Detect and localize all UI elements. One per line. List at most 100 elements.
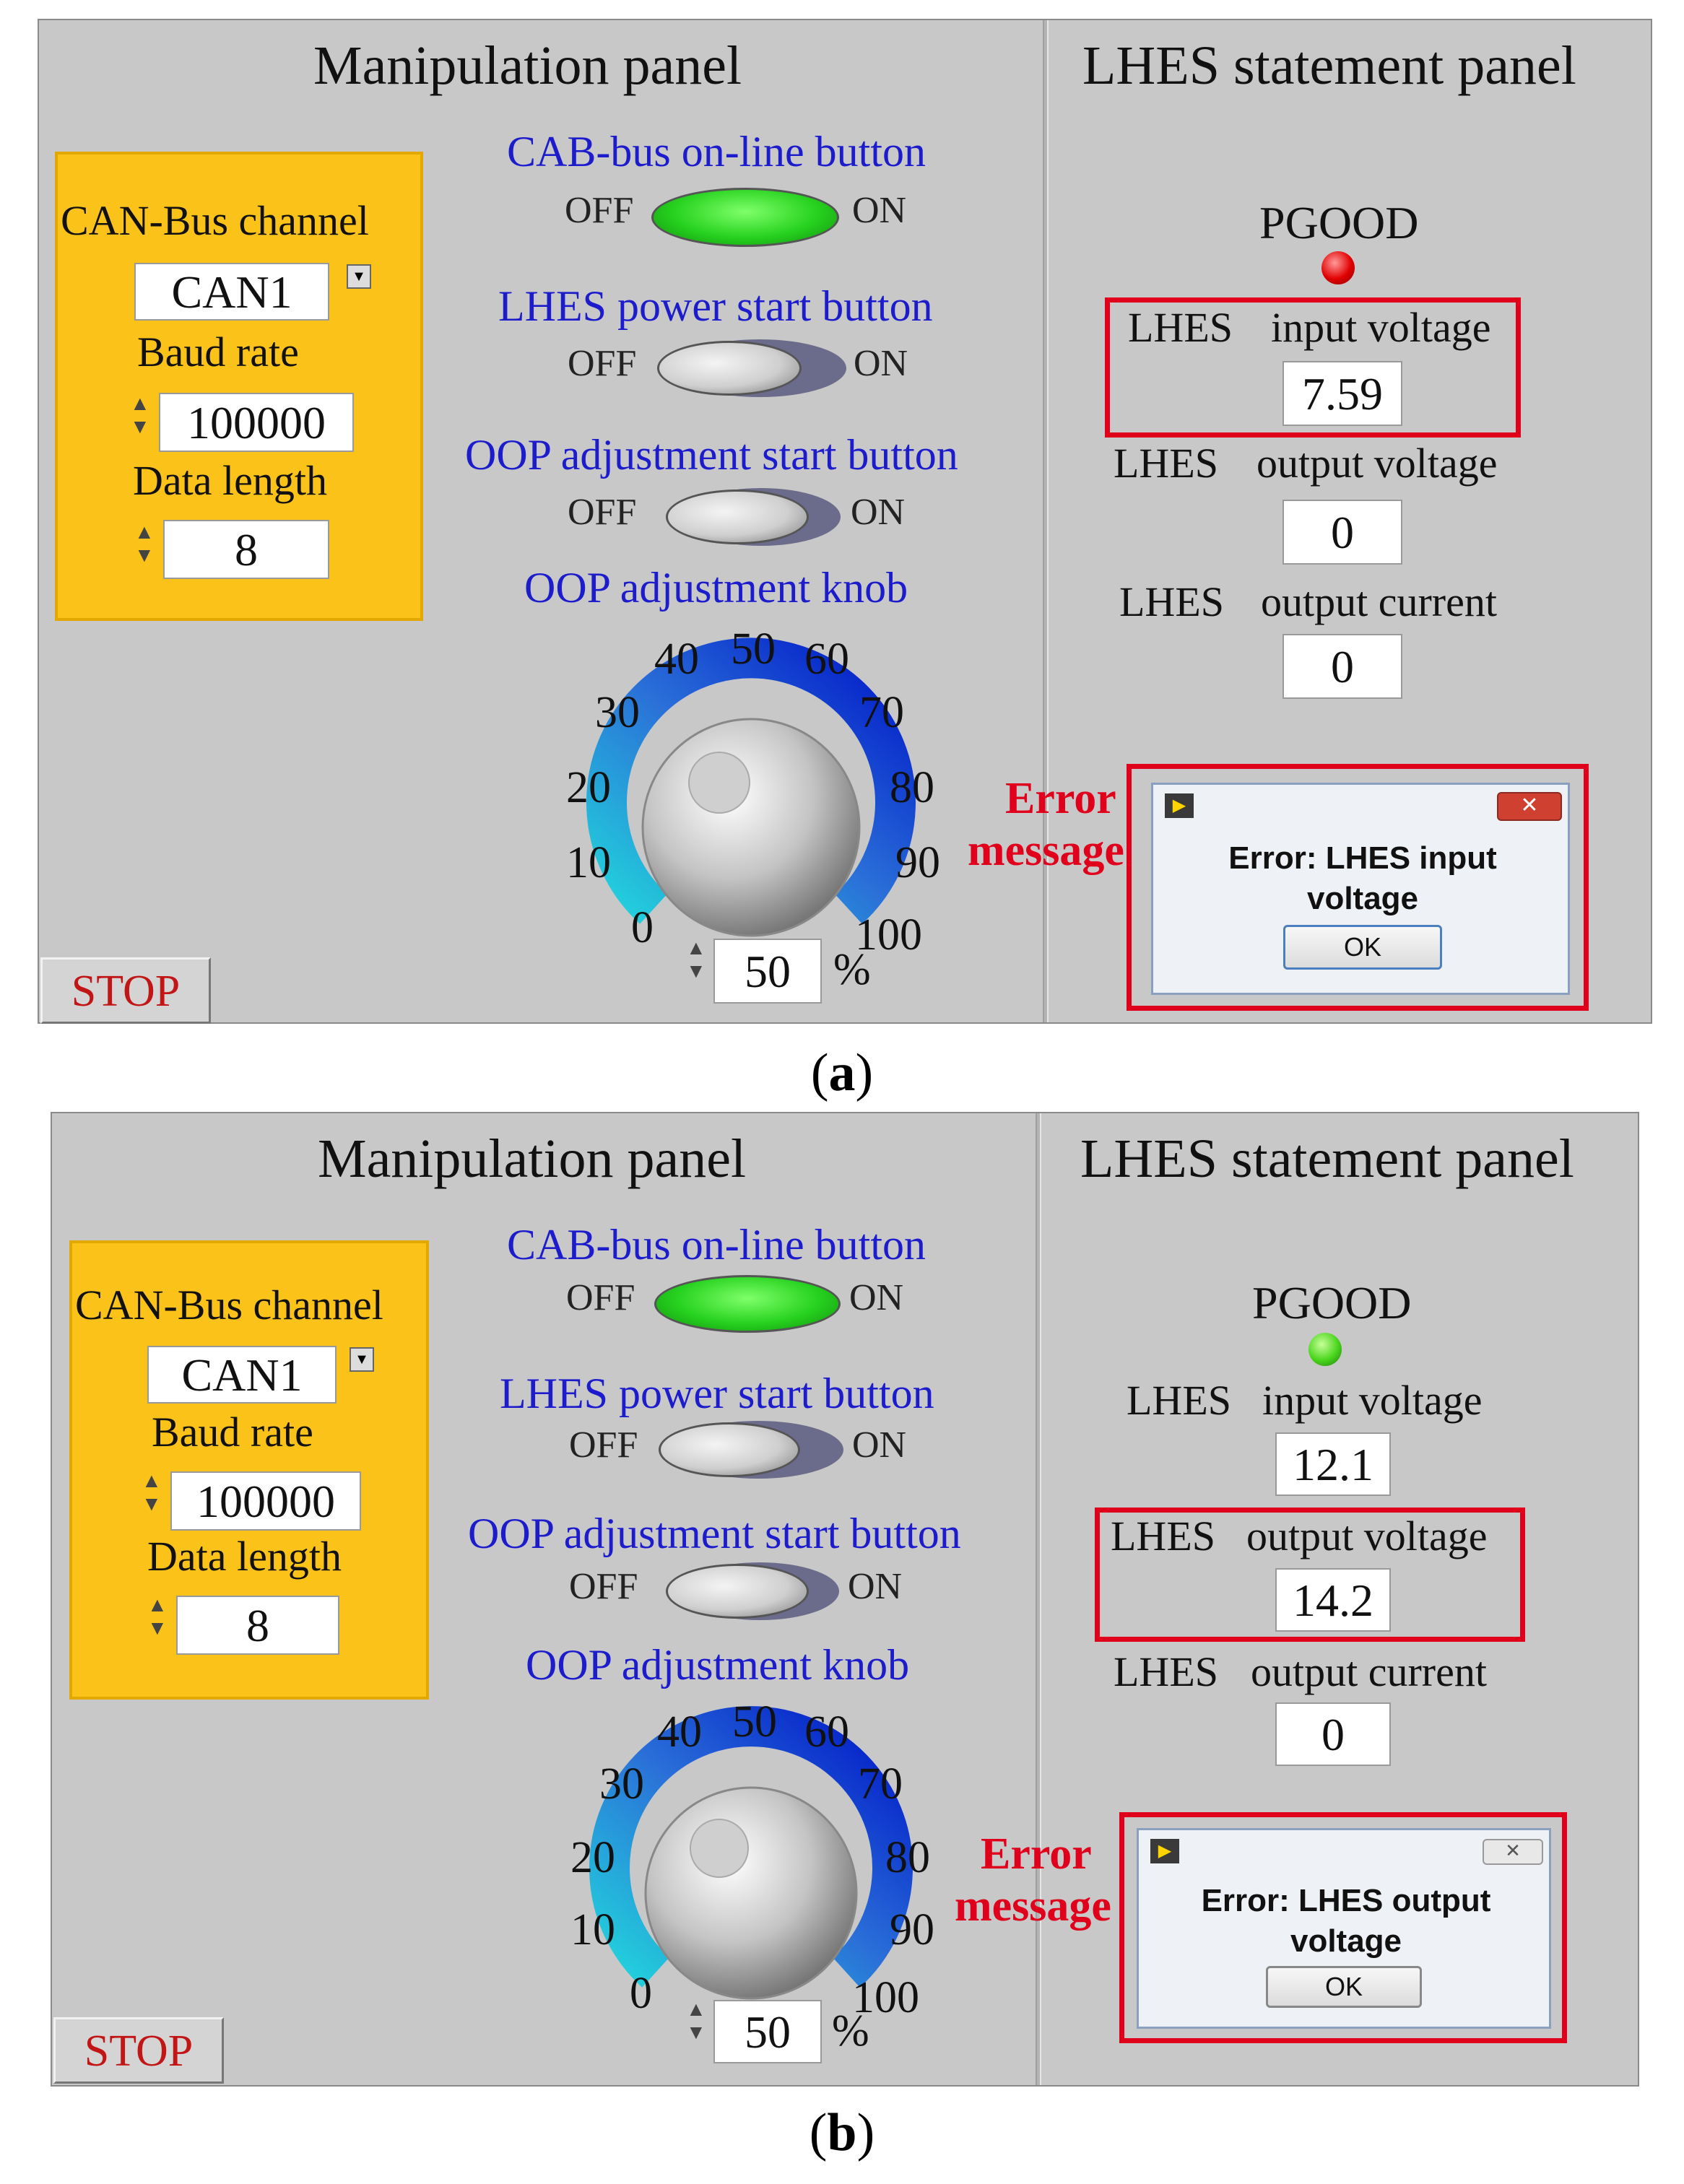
off-label: OFF <box>568 492 637 533</box>
manipulation-panel-title: Manipulation panel <box>313 35 742 96</box>
dropdown-arrow-icon[interactable]: ▼ <box>350 1347 374 1372</box>
error-annotation: Error message <box>955 1828 1111 1932</box>
input-voltage-label: input voltage <box>1271 304 1491 351</box>
off-label: OFF <box>569 1424 638 1466</box>
panel-divider <box>1036 1113 1041 2085</box>
reading-prefix: LHES <box>1127 1377 1231 1424</box>
dialog-message-line1: Error: LHES input <box>1228 840 1497 876</box>
oop-start-toggle[interactable] <box>666 490 809 544</box>
close-icon[interactable]: ✕ <box>1497 792 1562 821</box>
knob-value-field[interactable]: 50 <box>713 2000 822 2063</box>
knob-tick: 80 <box>890 763 934 812</box>
highlight-frame <box>1119 1812 1567 2043</box>
oop-knob-label: OOP adjustment knob <box>524 564 908 612</box>
can-config-panel: CAN-Bus channel CAN1 ▼ Baud rate ▲▼ 1000… <box>55 152 423 621</box>
oop-start-button-label: OOP adjustment start button <box>468 1510 961 1557</box>
output-current-label: output current <box>1251 1648 1487 1695</box>
error-dialog: ▶ ✕ Error: LHES input voltage OK <box>1151 783 1570 995</box>
knob-tick: 0 <box>630 1969 652 2018</box>
knob-tick: 100 <box>855 910 922 960</box>
knob-tick: 50 <box>732 1697 777 1746</box>
labview-panel-a: Manipulation panel LHES statement panel … <box>38 19 1652 1024</box>
error-annotation-line1: Error <box>981 1830 1092 1879</box>
can-online-toggle[interactable] <box>651 188 839 247</box>
reading-prefix: LHES <box>1114 1648 1218 1695</box>
on-label: ON <box>852 1424 907 1466</box>
knob-tick: 60 <box>804 1707 849 1757</box>
labview-app-icon: ▶ <box>1165 793 1194 818</box>
labview-app-icon: ▶ <box>1150 1839 1179 1863</box>
stop-button[interactable]: STOP <box>40 957 211 1024</box>
knob-tick: 30 <box>595 688 640 737</box>
panel-divider <box>1043 20 1049 1022</box>
error-annotation: Error message <box>968 773 1124 876</box>
off-label: OFF <box>568 343 637 384</box>
baud-rate-label: Baud rate <box>137 329 299 375</box>
knob-body <box>641 718 861 937</box>
dropdown-arrow-icon[interactable]: ▼ <box>347 264 371 289</box>
knob-tick: 50 <box>731 625 776 674</box>
power-start-toggle[interactable] <box>659 1422 800 1477</box>
statement-panel-title: LHES statement panel <box>1080 1128 1574 1189</box>
reading-prefix: LHES <box>1111 1513 1215 1559</box>
data-length-field[interactable]: 8 <box>163 520 329 579</box>
ok-button[interactable]: OK <box>1283 925 1442 970</box>
knob-tick: 10 <box>570 1905 615 1954</box>
power-start-toggle[interactable] <box>657 341 802 396</box>
baud-rate-field[interactable]: 100000 <box>170 1471 361 1531</box>
can-channel-select[interactable]: CAN1 <box>147 1346 337 1404</box>
input-voltage-value: 7.59 <box>1282 361 1402 426</box>
knob-tick: 90 <box>895 838 940 887</box>
oop-knob[interactable] <box>540 1704 1002 2079</box>
highlight-frame <box>1105 297 1521 438</box>
knob-tick: 10 <box>566 838 611 887</box>
error-annotation-line2: message <box>955 1881 1111 1931</box>
power-start-button-label: LHES power start button <box>500 1370 934 1417</box>
knob-tick: 40 <box>657 1707 702 1757</box>
oop-start-toggle[interactable] <box>666 1564 809 1619</box>
knob-value-field[interactable]: 50 <box>713 939 822 1004</box>
caption-letter: b <box>827 2103 857 2162</box>
data-length-label: Data length <box>147 1533 342 1580</box>
can-online-toggle[interactable] <box>654 1275 841 1333</box>
knob-indicator <box>690 1819 749 1878</box>
knob-tick: 20 <box>570 1833 615 1882</box>
error-dialog-message: Error: LHES input voltage <box>1153 838 1572 919</box>
on-label: ON <box>849 1277 904 1318</box>
knob-spinner-icon[interactable]: ▲▼ <box>686 937 706 983</box>
can-online-button-label: CAB-bus on-line button <box>507 1221 926 1269</box>
dialog-message-line2: voltage <box>1290 1923 1402 1959</box>
caption-a: (a) <box>810 1043 874 1102</box>
data-length-field[interactable]: 8 <box>176 1596 339 1655</box>
baud-spinner-icon[interactable]: ▲▼ <box>130 393 150 438</box>
manipulation-panel-title: Manipulation panel <box>318 1128 747 1189</box>
baud-spinner-icon[interactable]: ▲▼ <box>142 1470 162 1515</box>
statement-panel-title: LHES statement panel <box>1082 35 1576 96</box>
baud-rate-field[interactable]: 100000 <box>159 393 354 452</box>
length-spinner-icon[interactable]: ▲▼ <box>147 1594 168 1640</box>
off-label: OFF <box>565 190 634 231</box>
data-length-label: Data length <box>133 457 327 504</box>
pgood-led <box>1308 1333 1342 1366</box>
knob-indicator <box>688 752 750 814</box>
length-spinner-icon[interactable]: ▲▼ <box>134 521 155 567</box>
ok-button[interactable]: OK <box>1266 1966 1422 2008</box>
can-config-panel: CAN-Bus channel CAN1 ▼ Baud rate ▲▼ 1000… <box>69 1240 429 1700</box>
reading-prefix: LHES <box>1114 440 1218 487</box>
error-annotation-line1: Error <box>1005 774 1116 823</box>
dialog-message-line2: voltage <box>1306 881 1419 916</box>
oop-start-button-label: OOP adjustment start button <box>465 431 958 479</box>
close-icon[interactable]: ✕ <box>1483 1839 1543 1865</box>
knob-tick: 30 <box>599 1759 644 1809</box>
can-channel-select[interactable]: CAN1 <box>134 263 329 321</box>
knob-body <box>644 1786 858 2000</box>
output-voltage-value: 0 <box>1282 500 1402 565</box>
oop-knob-label: OOP adjustment knob <box>526 1641 910 1689</box>
can-online-button-label: CAB-bus on-line button <box>507 128 926 175</box>
can-channel-label: CAN-Bus channel <box>75 1282 383 1328</box>
error-dialog: ▶ ✕ Error: LHES output voltage OK <box>1137 1828 1551 2029</box>
oop-knob[interactable] <box>544 625 1007 1030</box>
knob-spinner-icon[interactable]: ▲▼ <box>686 1998 706 2044</box>
stop-button[interactable]: STOP <box>53 2017 224 2084</box>
pgood-led <box>1321 251 1355 284</box>
